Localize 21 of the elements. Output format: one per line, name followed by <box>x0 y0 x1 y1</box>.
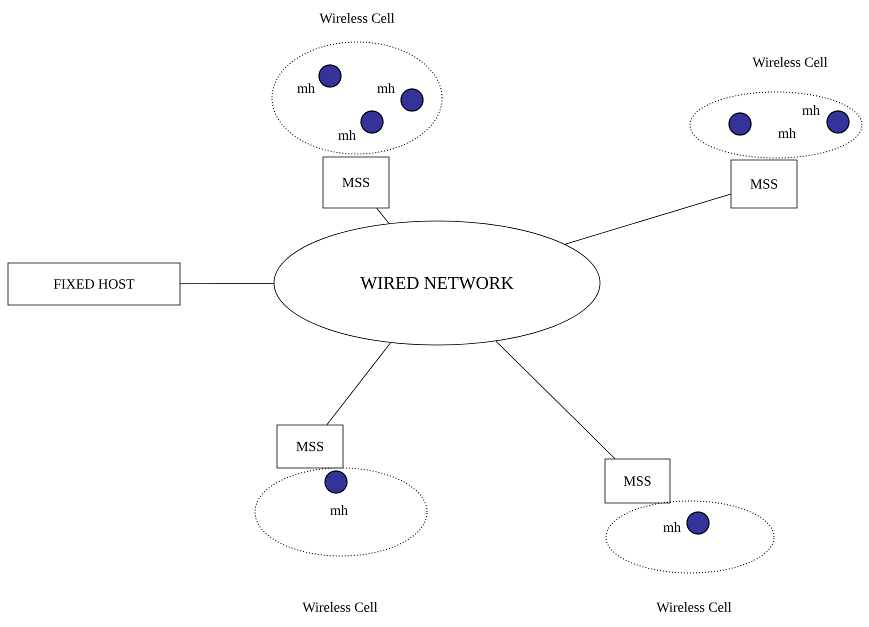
host-label: mh <box>663 522 681 532</box>
station-box: MSS <box>730 160 798 208</box>
connector-line <box>564 194 731 245</box>
connector-line <box>376 208 390 224</box>
station-box: MSS <box>322 156 390 208</box>
host-label: mh <box>338 130 356 140</box>
host-label: mh <box>778 128 796 138</box>
cell-title: Wireless Cell <box>752 57 828 67</box>
connector-line <box>326 342 391 425</box>
station-box: MSS <box>604 458 670 504</box>
host-label: mh <box>377 83 395 93</box>
cell-title: Wireless Cell <box>302 602 378 612</box>
connector-line <box>180 283 274 284</box>
station-box: MSS <box>276 424 344 468</box>
connector-line <box>496 340 616 459</box>
host-label: mh <box>802 105 820 115</box>
host-label: mh <box>297 83 315 93</box>
station-box: FIXED HOST <box>8 262 180 306</box>
cell-title: Wireless Cell <box>656 602 732 612</box>
cell-title: Wireless Cell <box>319 13 394 23</box>
host-label: mh <box>330 505 348 515</box>
